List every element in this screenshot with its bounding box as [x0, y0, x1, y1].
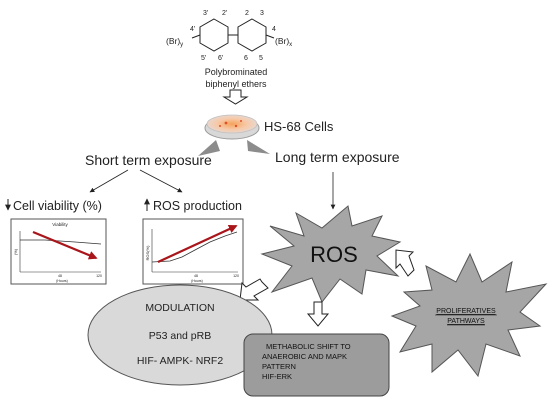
arrow-to-viability — [89, 169, 129, 193]
position-2-prime: 2' — [222, 10, 227, 17]
metabolic-line4: HIF-ERK — [262, 372, 292, 381]
bromine-right-label: (Br)x — [275, 36, 292, 48]
ros-production-heading: ROS production — [144, 198, 242, 213]
viability-trend-arrow — [32, 230, 98, 260]
svg-text:Cell viability (%): Cell viability (%) — [13, 199, 102, 213]
position-4-prime: 4' — [190, 26, 195, 33]
viability-chart: Viability (%) 48 120 (Hours) — [10, 218, 107, 285]
viability-heading: Cell viability (%) — [5, 199, 102, 213]
left-gray-triangle — [198, 140, 220, 156]
position-6-prime: 6' — [218, 55, 223, 62]
ros-curve — [151, 231, 238, 263]
molecule-label-line1: Polybrominated — [205, 67, 268, 77]
ros-y-axis-label: ROS(%) — [145, 245, 150, 261]
down-arrow-to-cells — [222, 89, 249, 105]
position-2: 2 — [245, 10, 249, 17]
proliferative-line2: PATHWAYS — [447, 318, 485, 325]
viability-tick-end: 120 — [96, 274, 102, 278]
ros-burst-label: ROS — [310, 242, 358, 267]
petri-dish-icon — [204, 114, 260, 140]
svg-text:ROS production: ROS production — [153, 199, 242, 213]
arrow-to-ros-production — [139, 169, 183, 193]
position-6: 6 — [244, 55, 248, 62]
position-3: 3 — [260, 10, 264, 17]
proliferative-line1: PROLIFERATIVES — [436, 308, 496, 315]
ros-production-chart: ROS(%) 48 120 (Hours) — [142, 218, 244, 285]
arrow-ros-to-metabolic — [306, 301, 330, 327]
left-br-bond — [191, 34, 201, 39]
ros-trend-arrow — [157, 224, 238, 263]
modulation-line2: P53 and pRB — [149, 330, 211, 342]
arrow-ros-to-proliferative — [395, 249, 415, 277]
position-5: 5 — [259, 55, 263, 62]
viability-x-axis-label: (Hours) — [56, 279, 68, 283]
left-benzene-ring — [199, 18, 229, 52]
right-gray-triangle — [247, 140, 270, 154]
ros-x-axis-label: (Hours) — [191, 279, 203, 283]
metabolic-shift-box — [243, 333, 390, 397]
modulation-line1: MODULATION — [145, 302, 214, 314]
viability-curve — [20, 239, 102, 245]
molecule-label-line2: biphenyl ethers — [205, 79, 267, 89]
arrow-ros-to-modulation — [239, 278, 269, 301]
viability-tick-mid: 48 — [58, 274, 62, 278]
right-br-bond — [265, 34, 275, 39]
metabolic-line2: ANAEROBIC AND MAPK — [262, 352, 347, 361]
ros-tick-mid: 48 — [194, 274, 198, 278]
position-4: 4 — [272, 26, 276, 33]
short-term-exposure-label: Short term exposure — [85, 152, 212, 168]
cells-label: HS-68 Cells — [264, 119, 334, 134]
biphenyl-structure: 3' 2' 4' 5' 6' 2 3 4 6 5 (Br)y (Br)x — [166, 10, 292, 62]
viability-chart-title: Viability — [52, 222, 68, 227]
metabolic-line1: METHABOLIC SHIFT TO — [266, 342, 351, 351]
right-benzene-ring — [237, 18, 267, 52]
modulation-line3: HIF- AMPK- NRF2 — [137, 355, 223, 367]
ros-tick-end: 120 — [233, 274, 239, 278]
ros-burst-shape — [260, 205, 402, 303]
position-3-prime: 3' — [203, 10, 208, 17]
long-term-exposure-label: Long term exposure — [275, 149, 400, 165]
position-5-prime: 5' — [201, 55, 206, 62]
bromine-left-label: (Br)y — [166, 36, 183, 48]
viability-y-axis-label: (%) — [13, 248, 18, 255]
metabolic-line3: PATTERN — [262, 362, 296, 371]
